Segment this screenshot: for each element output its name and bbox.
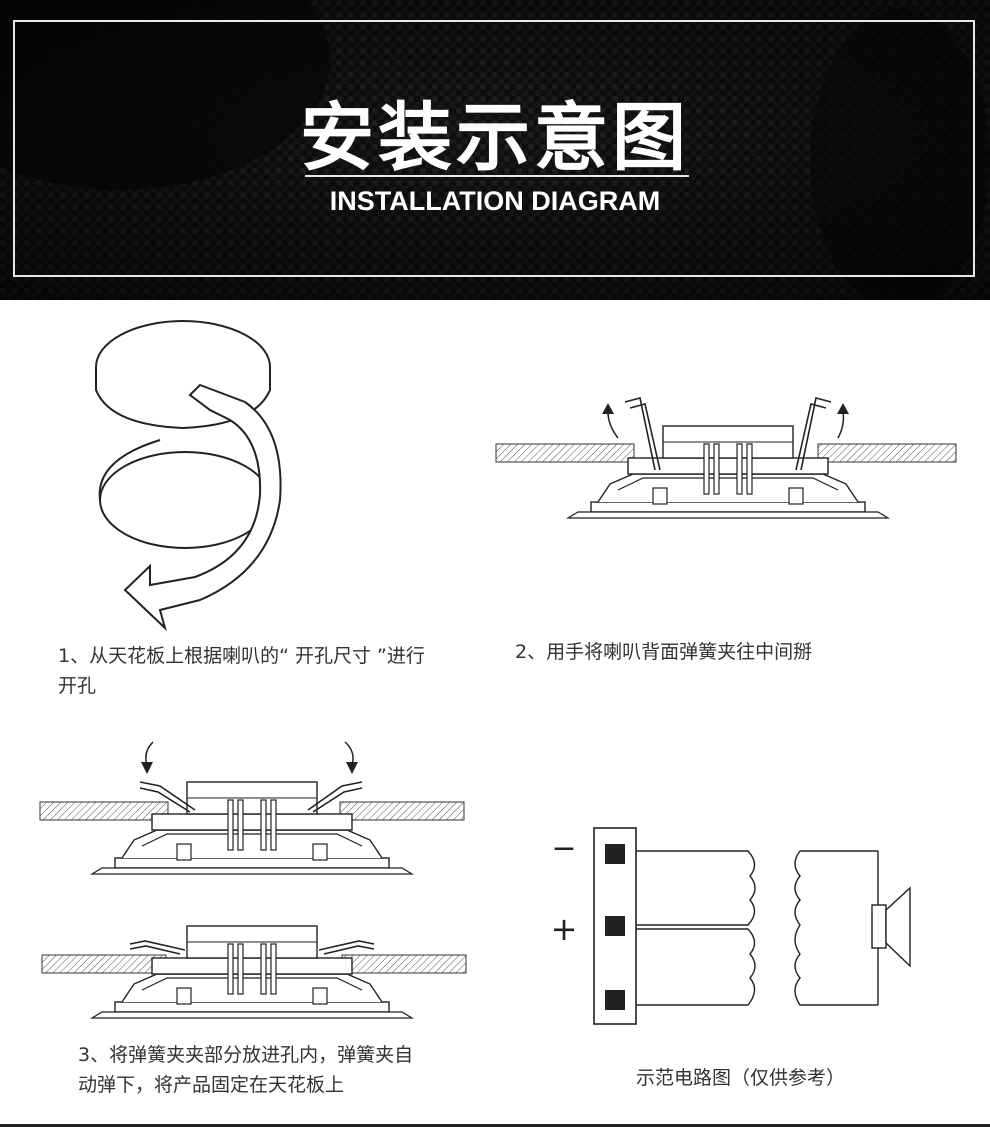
step3b-speaker-illustration xyxy=(41,925,467,1019)
page-title: 安装示意图 xyxy=(300,95,690,181)
step1-hole-illustration xyxy=(95,320,282,632)
step1-caption: 1、从天花板上根据喇叭的“ 开孔尺寸 ”进行开孔 xyxy=(58,645,425,697)
circuit-diagram: − + xyxy=(551,827,911,1025)
step3-caption: 3、将弹簧夹夹部分放进孔内，弹簧夹自动弹下，将产品固定在天花板上 xyxy=(78,1044,414,1096)
fabric-texture-background xyxy=(0,0,990,300)
bottom-divider xyxy=(0,1124,990,1127)
header-frame xyxy=(13,20,975,277)
circuit-caption: 示范电路图（仅供参考） xyxy=(636,1067,846,1089)
step2-caption: 2、用手将喇叭背面弹簧夹往中间掰 xyxy=(515,641,813,663)
step2-speaker-illustration xyxy=(495,397,957,519)
minus-label: − xyxy=(551,831,576,866)
terminal-plus xyxy=(605,916,625,936)
step3a-speaker-illustration xyxy=(39,741,465,875)
terminal-3 xyxy=(605,990,625,1010)
terminal-minus xyxy=(605,844,625,864)
title-divider xyxy=(305,175,689,177)
speaker-icon xyxy=(871,886,911,968)
plus-label: + xyxy=(551,910,578,948)
page-subtitle: INSTALLATION DIAGRAM xyxy=(329,186,661,216)
header-banner: 安装示意图 INSTALLATION DIAGRAM xyxy=(0,0,990,300)
